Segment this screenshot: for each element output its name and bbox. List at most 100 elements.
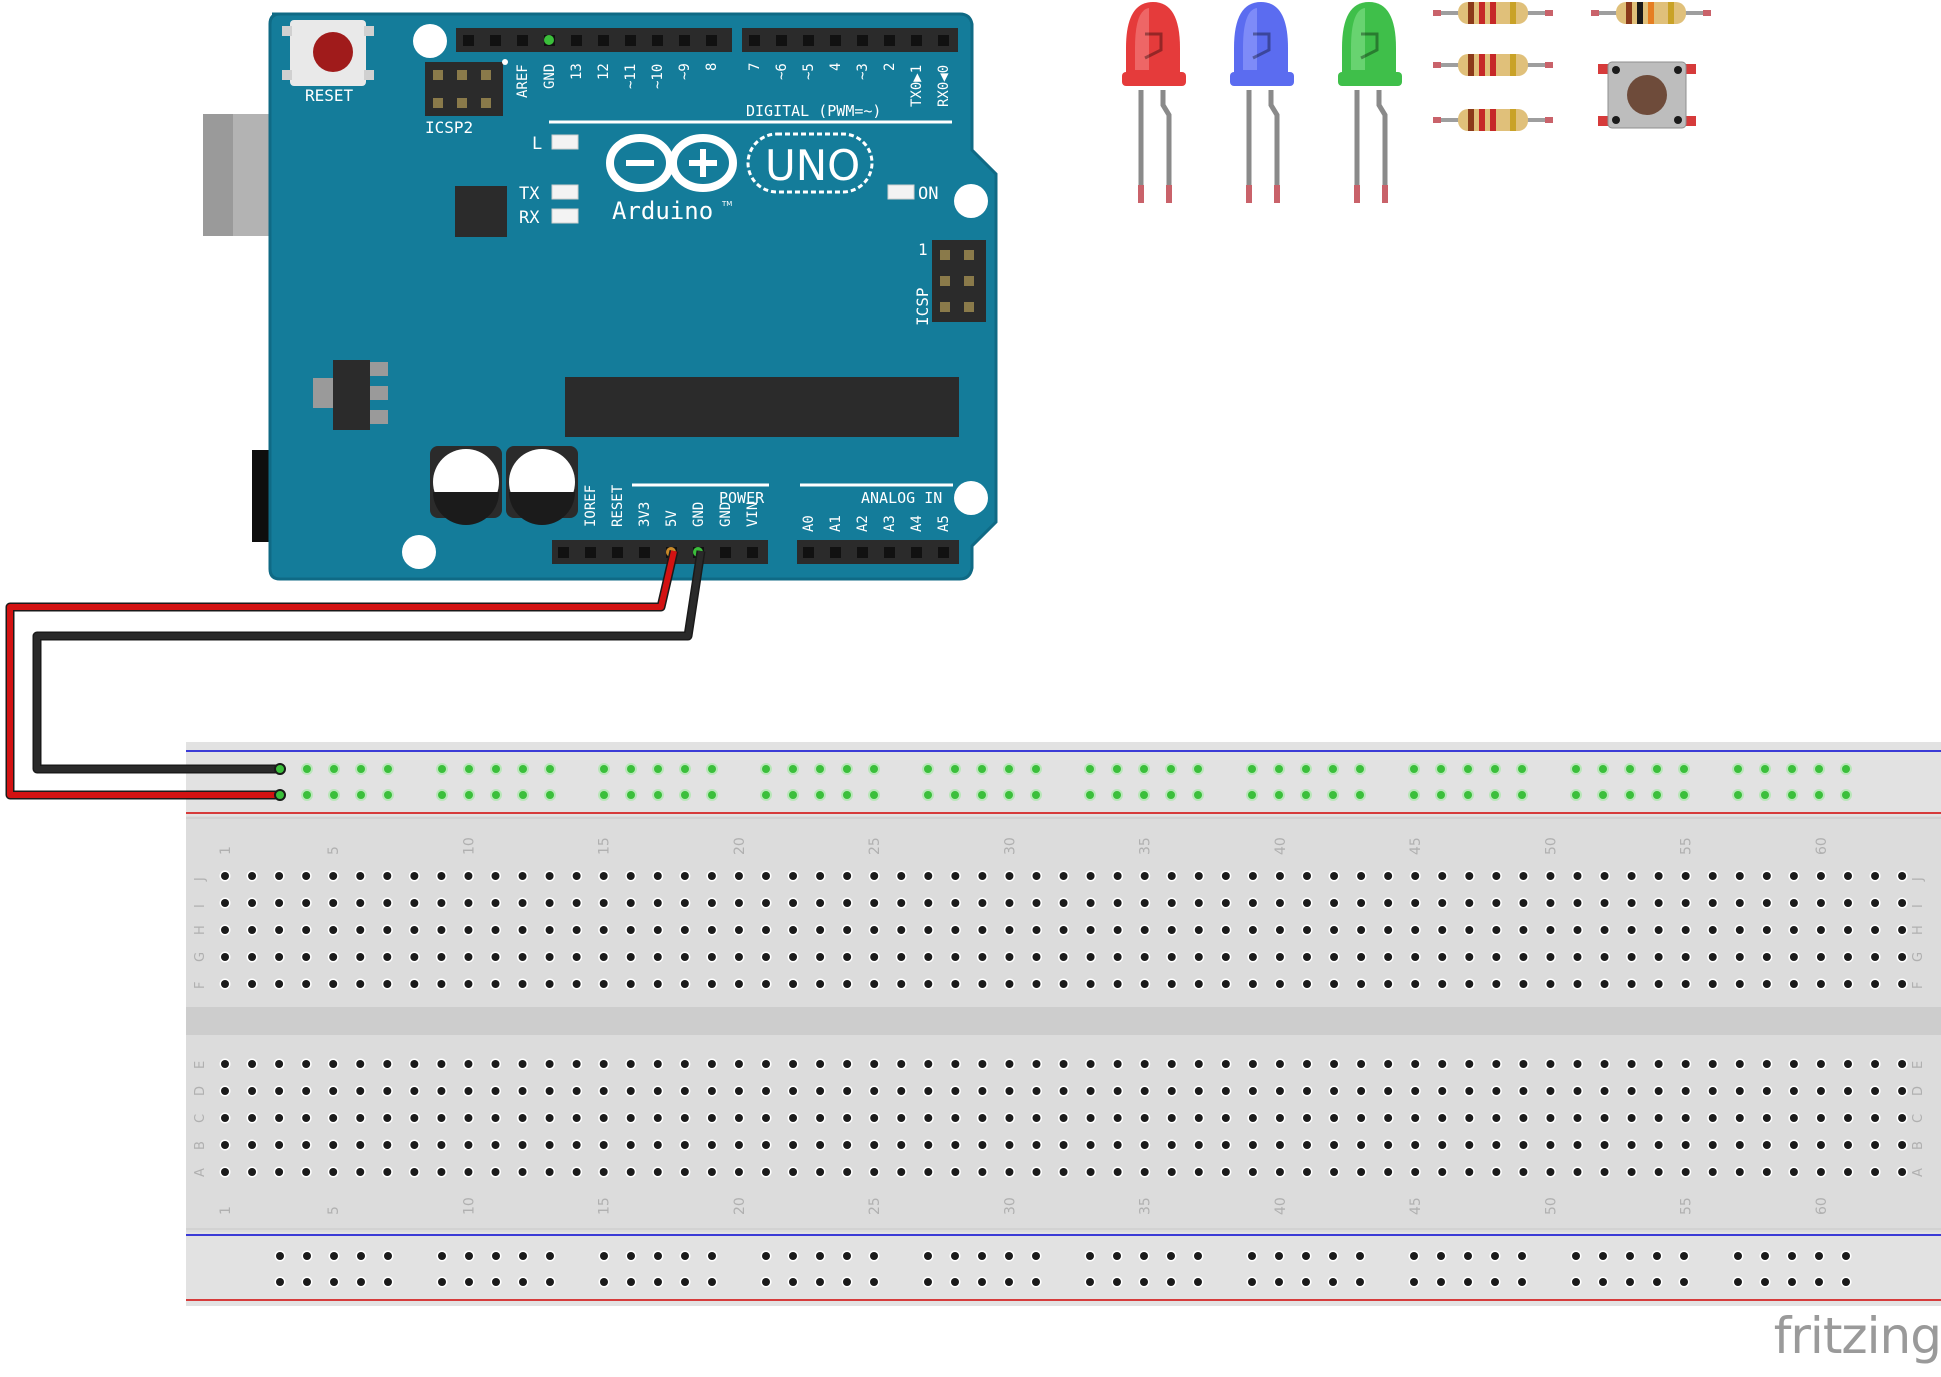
bb-hole [491,872,500,880]
bb-hole [1844,1168,1852,1176]
rail-hole [600,765,608,773]
rail-hole [1410,1278,1418,1286]
icsp-pin [940,302,950,312]
rail-hole [1815,765,1823,773]
bb-hole [870,926,879,934]
rail-hole [1842,765,1850,773]
analog-pin-label: A4 [909,515,925,532]
wire-gnd[interactable] [32,550,706,774]
bb-row-letter: E [193,1061,208,1069]
rail-hole [276,1252,284,1260]
bb-hole [518,1114,527,1122]
rail-hole [330,1252,338,1260]
bb-hole [1384,1114,1393,1122]
bb-hole [1167,1141,1176,1149]
bb-hole [1086,1168,1095,1176]
bb-hole [978,1087,987,1095]
logo-uno: UNO [765,141,860,190]
bb-hole [491,1060,500,1068]
bb-hole [734,953,743,961]
bb-hole [762,953,770,961]
icsp2-marker [502,59,508,65]
resistor-band [1468,2,1474,24]
digital-pin [803,35,814,46]
bb-hole [789,899,798,907]
logo-tm: TM [721,200,732,208]
bb-hole [680,1168,689,1176]
rail-hole [627,1252,635,1260]
bb-hole [1681,953,1690,961]
rail-hole [1842,1252,1850,1260]
bb-hole [1086,980,1095,988]
wire-5v[interactable] [5,549,679,800]
bb-hole [843,926,852,934]
bb-hole [1519,1141,1528,1149]
rail-hole [762,1278,770,1286]
rail-hole [1680,765,1688,773]
power-pin [612,547,623,558]
breadboard[interactable]: 1155101015152020252530303535404045455050… [186,742,1941,1306]
bb-hole [978,899,987,907]
bb-hole [843,1168,852,1176]
arduino-logo [606,132,874,194]
icsp2-pin [481,70,491,80]
bb-hole [1654,1114,1663,1122]
bb-hole [1844,1114,1852,1122]
bb-hole [789,1087,798,1095]
bb-hole [1465,953,1474,961]
rail-hole [1491,1252,1499,1260]
rail-hole [789,1278,797,1286]
bb-hole [626,1141,635,1149]
bb-hole [1330,926,1339,934]
board-body [268,12,998,581]
bb-hole [329,1141,338,1149]
mounting-hole [954,481,988,515]
reset-button[interactable] [282,20,374,86]
bb-hole [1627,899,1636,907]
rail-hole [681,765,689,773]
bb-hole [248,1114,257,1122]
bb-hole [1762,926,1771,934]
bb-hole [1411,899,1420,907]
bb-hole [1113,1168,1122,1176]
bb-hole [1573,1141,1582,1149]
bb-column-number-bottom: 1 [218,1206,234,1215]
bb-hole [789,953,798,961]
rail-hole [276,1278,284,1286]
power-pin [585,547,596,558]
bb-hole [1735,1168,1744,1176]
pushbutton[interactable] [1598,61,1696,129]
bb-hole [1059,953,1068,961]
bb-hole [275,1141,284,1149]
rail-hole [1761,1278,1769,1286]
led-leg-tip [1354,185,1360,203]
bb-hole [1871,980,1880,988]
bb-hole [1005,1060,1014,1068]
bb-hole [1032,872,1041,880]
bb-hole [248,953,257,961]
bb-hole [924,1060,933,1068]
bb-hole [1762,980,1771,988]
bb-hole [437,926,446,934]
bb-hole [1492,899,1501,907]
analog-pin-label: A5 [936,515,952,532]
bb-hole [1708,872,1717,880]
bb-hole [1005,980,1014,988]
bb-column-number-top: 1 [218,846,234,855]
bb-hole [275,872,284,880]
bb-hole [1654,872,1663,880]
bb-hole [1411,872,1420,880]
bb-hole [1654,1141,1663,1149]
bb-hole [1844,980,1852,988]
breadboard-rail-top [186,742,1941,816]
rail-hole [816,791,824,799]
bb-hole [843,872,852,880]
rail-hole [1113,1252,1121,1260]
digital-pin [830,35,841,46]
rail-hole [627,765,635,773]
bb-hole [1465,980,1474,988]
bb-hole [1844,1141,1852,1149]
